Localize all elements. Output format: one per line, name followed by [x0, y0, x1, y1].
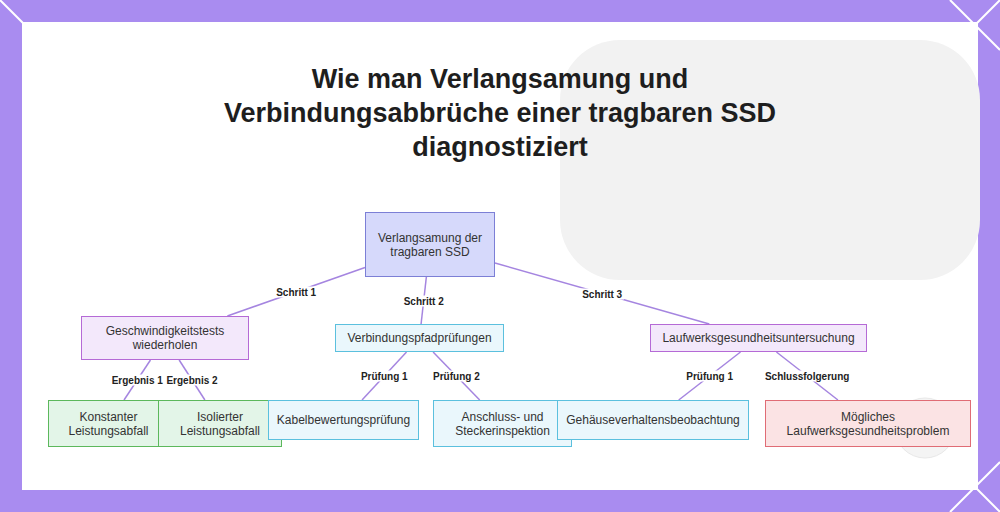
process-box: Konstanter Leistungsabfall — [48, 400, 169, 447]
process-box: Isolierter Leistungsabfall — [158, 400, 282, 447]
node-text: Gehäuseverhaltensbeobachtung — [566, 413, 739, 427]
connector-line — [227, 267, 365, 316]
process-box: Verbindungspfadprüfungen — [335, 324, 504, 352]
edge-label: Prüfung 1 — [359, 371, 410, 382]
title-text: Wie man Verlangsamung und Verbindungsabb… — [224, 64, 776, 162]
node-text: Geschwindigkeitstests wiederholen — [86, 324, 244, 352]
connector-line — [495, 263, 709, 324]
process-box: Anschluss- und Steckerinspektion — [433, 400, 572, 447]
edge-label: Schritt 2 — [402, 295, 446, 306]
node-text: Verlangsamung der tragbaren SSD — [370, 231, 490, 259]
process-box: Verlangsamung der tragbaren SSD — [365, 212, 495, 277]
node-text: Verbindungspfadprüfungen — [347, 331, 491, 345]
edge-label: Schritt 3 — [580, 288, 624, 299]
diagram-title: Wie man Verlangsamung und Verbindungsabb… — [200, 62, 800, 164]
node-text: Anschluss- und Steckerinspektion — [438, 410, 567, 438]
edge-label: Schritt 1 — [274, 286, 318, 297]
node-text: Isolierter Leistungsabfall — [163, 410, 277, 438]
node-text: Mögliches Laufwerksgesundheitsproblem — [770, 410, 966, 438]
process-box: Geschwindigkeitstests wiederholen — [81, 316, 249, 360]
node-text: Konstanter Leistungsabfall — [53, 410, 164, 438]
edge-label: Prüfung 1 — [684, 371, 735, 382]
edge-label: Prüfung 2 — [431, 371, 482, 382]
process-box: Laufwerksgesundheitsuntersuchung — [650, 324, 867, 352]
process-box: Mögliches Laufwerksgesundheitsproblem — [765, 400, 971, 447]
node-text: Kabelbewertungsprüfung — [277, 413, 410, 427]
connector-line — [679, 352, 741, 400]
process-box: Kabelbewertungsprüfung — [268, 400, 419, 440]
edge-label: Ergebnis 2 — [164, 375, 219, 386]
edge-label: Ergebnis 1 — [110, 375, 165, 386]
edge-label: Schlussfolgerung — [763, 371, 851, 382]
process-box: Gehäuseverhaltensbeobachtung — [557, 400, 749, 440]
node-text: Laufwerksgesundheitsuntersuchung — [662, 331, 854, 345]
